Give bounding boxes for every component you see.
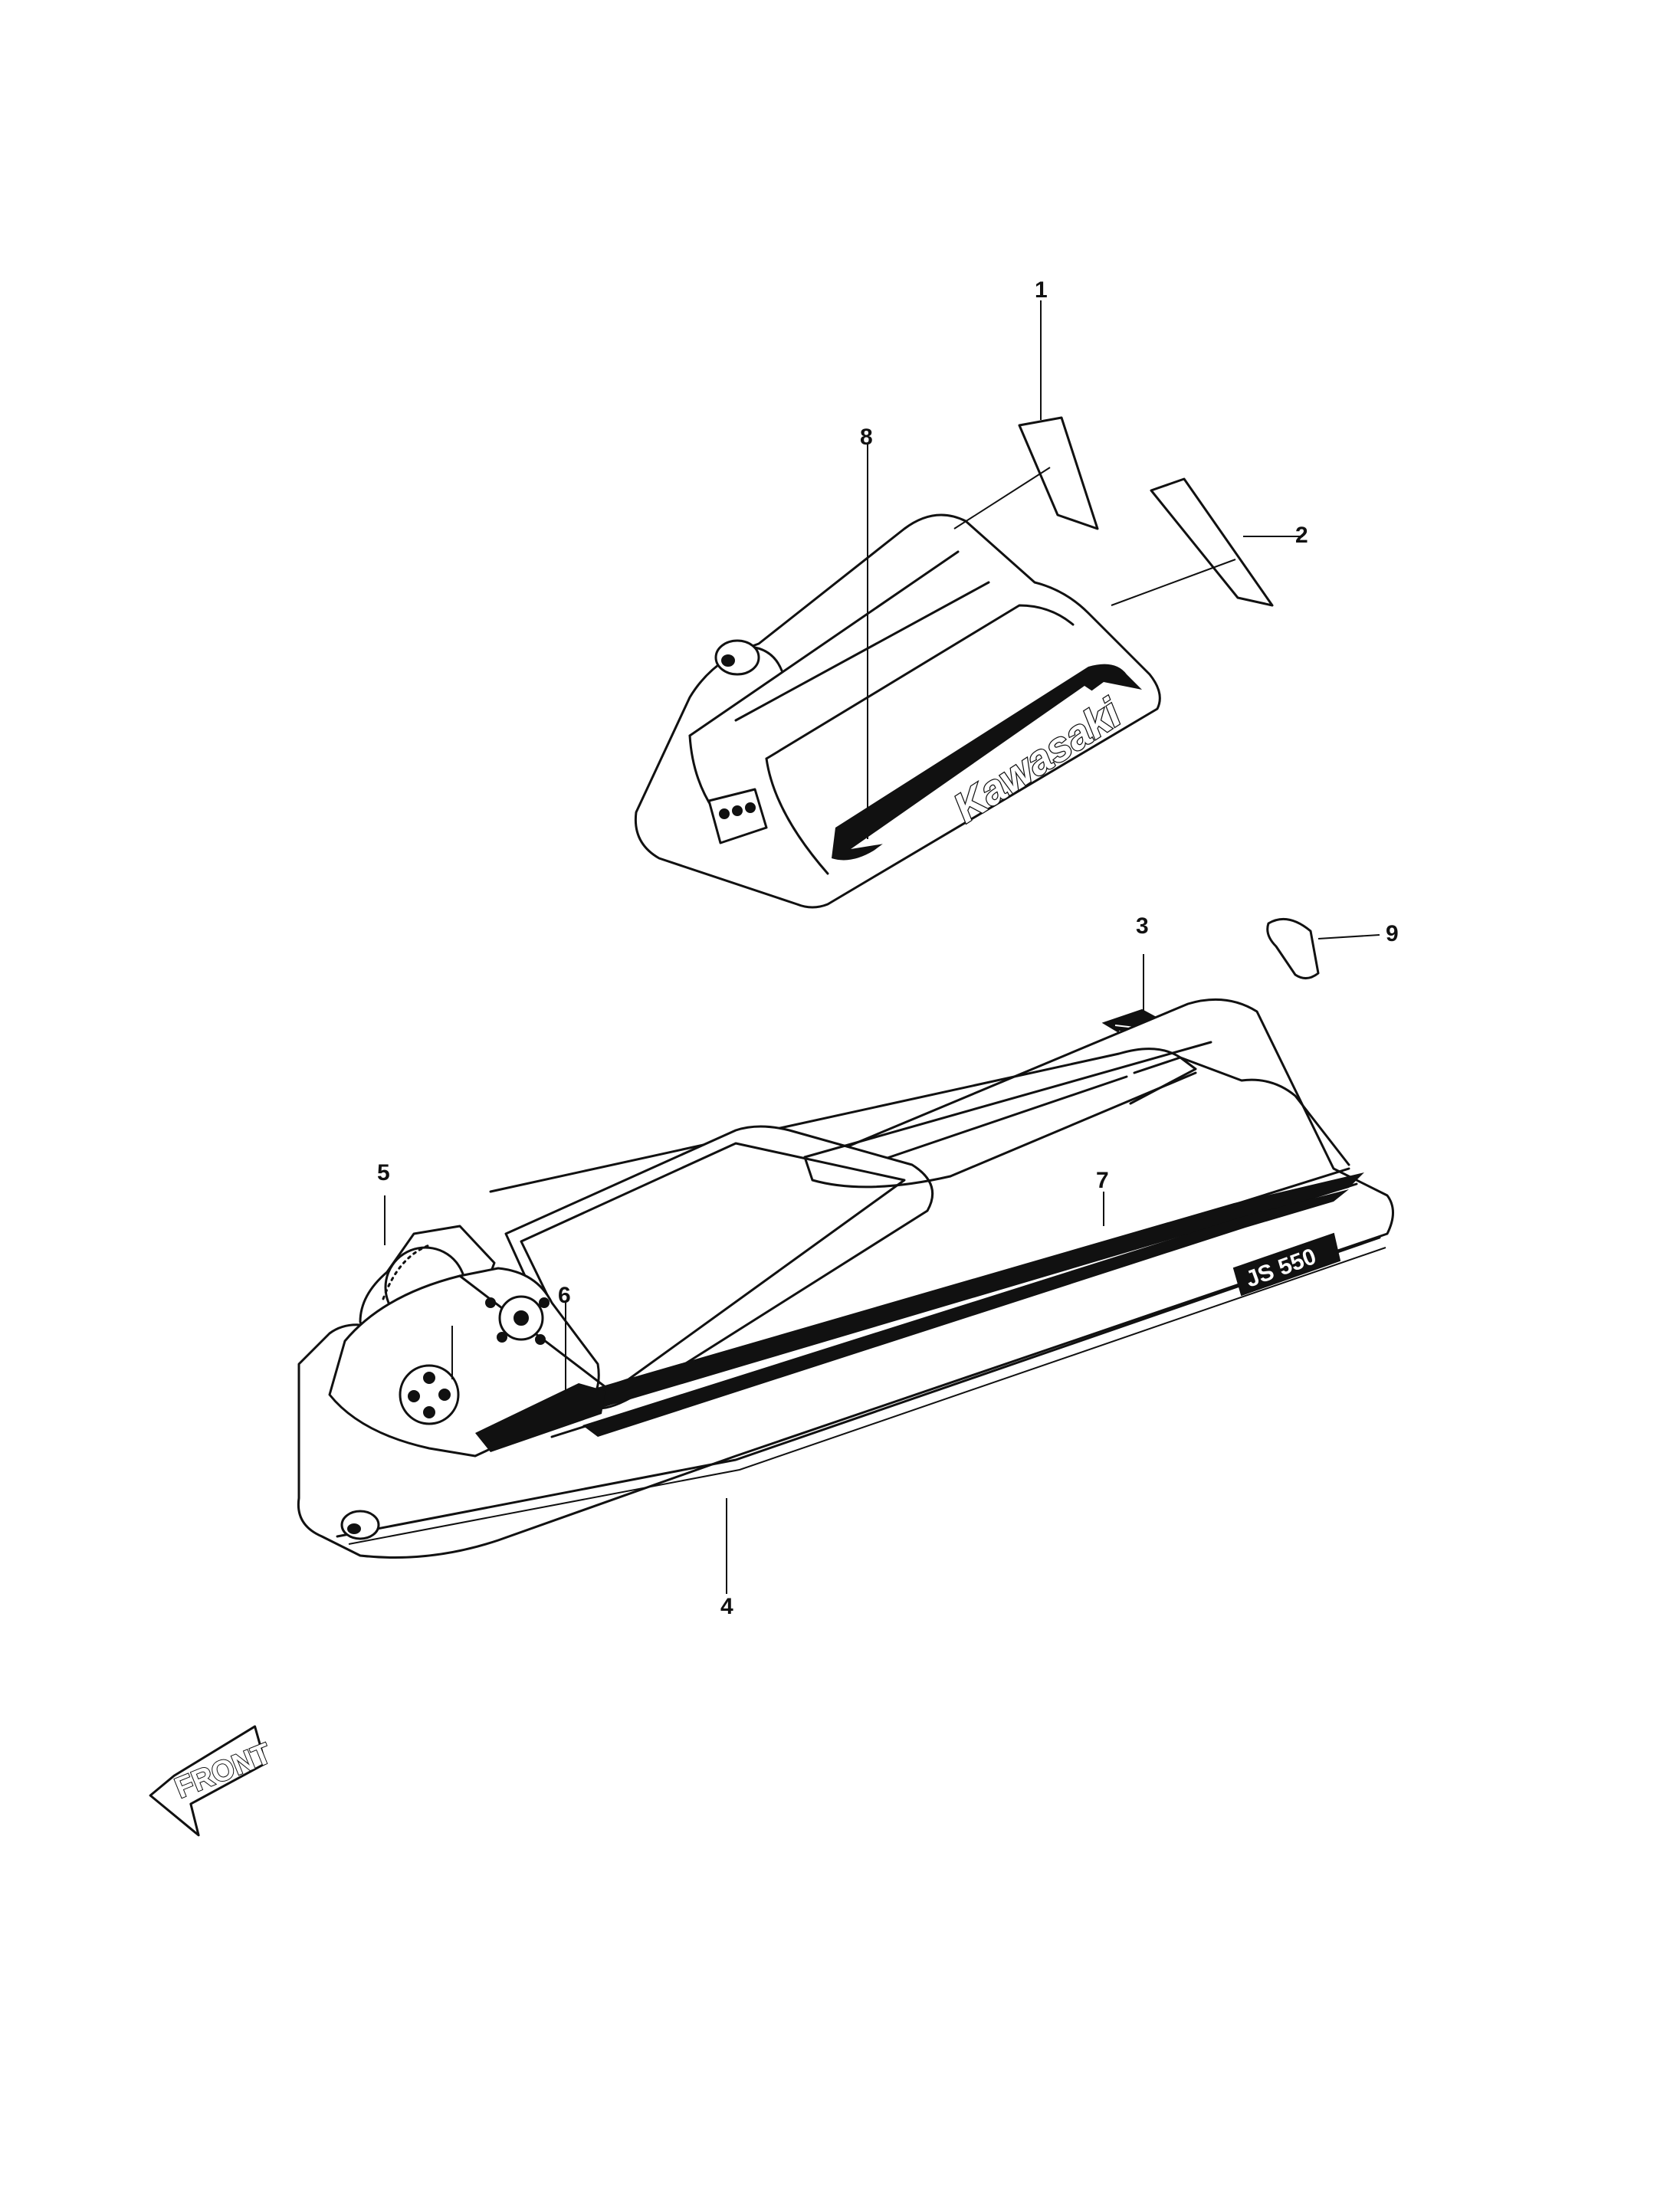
- front-direction-arrow: FRONT: [149, 1725, 277, 1837]
- pod-stripe-decal: [475, 1383, 605, 1452]
- hull-side-stripe-decal: [468, 1172, 1364, 1441]
- callout-5: 5: [377, 1160, 390, 1185]
- decal-part-1: [1018, 416, 1099, 530]
- decal-part-9: [1266, 917, 1320, 979]
- callout-2: 2: [1295, 523, 1308, 548]
- engine-hood: Kawasaki: [634, 513, 1161, 909]
- callout-4: 4: [720, 1594, 733, 1619]
- hull: JS 550: [297, 998, 1394, 1559]
- control-panel: [399, 1295, 550, 1425]
- callout-8: 8: [860, 425, 873, 450]
- callout-6: 6: [558, 1283, 571, 1308]
- callout-3: 3: [1136, 913, 1149, 939]
- callout-9: 9: [1386, 921, 1399, 946]
- leader-lines: [384, 300, 1380, 1594]
- bow-eye: [340, 1510, 380, 1540]
- decal-part-2: [1150, 477, 1274, 607]
- callout-1: 1: [1035, 277, 1048, 303]
- callout-7: 7: [1096, 1168, 1109, 1193]
